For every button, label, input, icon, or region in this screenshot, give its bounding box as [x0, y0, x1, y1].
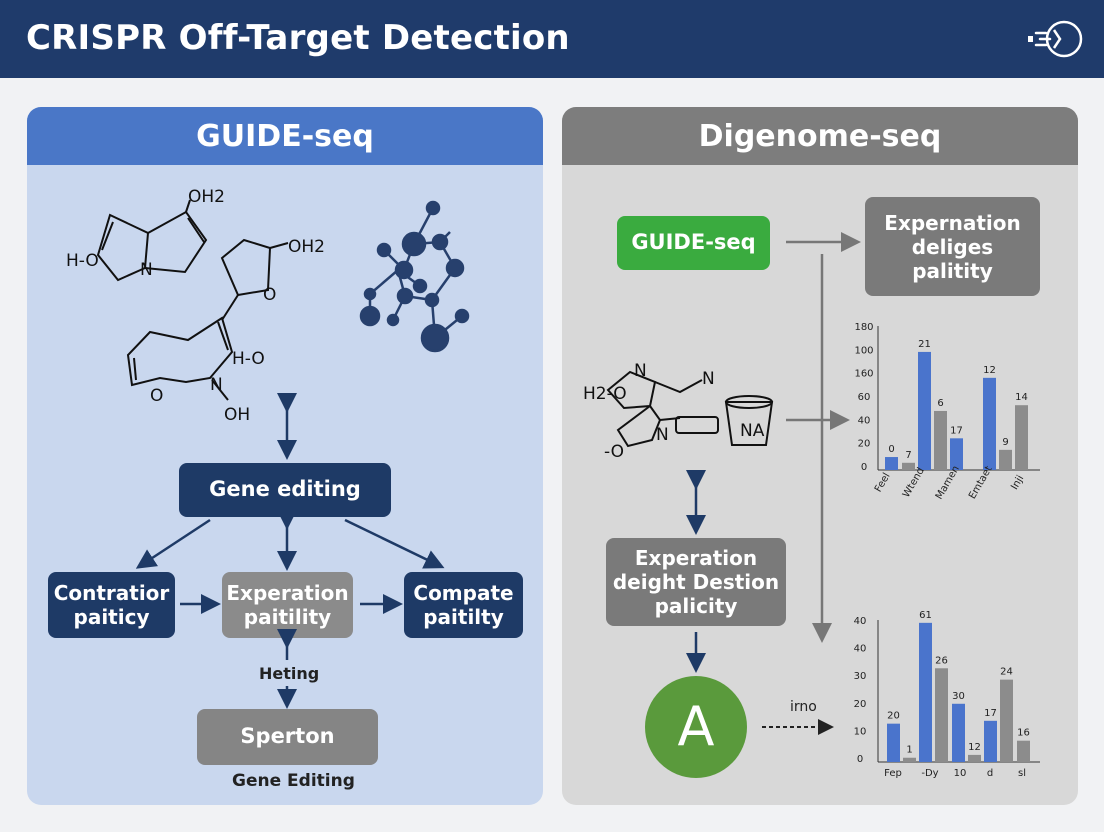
contrator-paiticy-box: Contratior paiticy: [48, 572, 175, 638]
irno-label: irno: [790, 699, 817, 715]
dna-cycle-icon: [1028, 20, 1083, 58]
gene-editing-caption: Gene Editing: [232, 771, 355, 791]
header-bar: CRISPR Off-Target Detection: [0, 0, 1104, 78]
expernation-deliges-box: Expernation deliges palitity: [865, 197, 1040, 296]
gene-editing-box: Gene editing: [179, 463, 391, 517]
page-title: CRISPR Off-Target Detection: [26, 18, 570, 58]
guide-seq-panel-title: GUIDE-seq: [27, 107, 543, 165]
compate-paitilty-box: Compate paitilty: [404, 572, 523, 638]
guide-seq-box: GUIDE-seq: [617, 216, 770, 270]
digenome-seq-panel-title: Digenome-seq: [562, 107, 1078, 165]
sperton-box: Sperton: [197, 709, 378, 765]
heting-label: Heting: [259, 664, 320, 683]
experation-destion-box: Experation deight Destion palicity: [606, 538, 786, 626]
result-circle: A: [645, 676, 747, 778]
guide-seq-panel: GUIDE-seq: [27, 107, 543, 805]
experation-paitility-box: Experation paitility: [222, 572, 353, 638]
